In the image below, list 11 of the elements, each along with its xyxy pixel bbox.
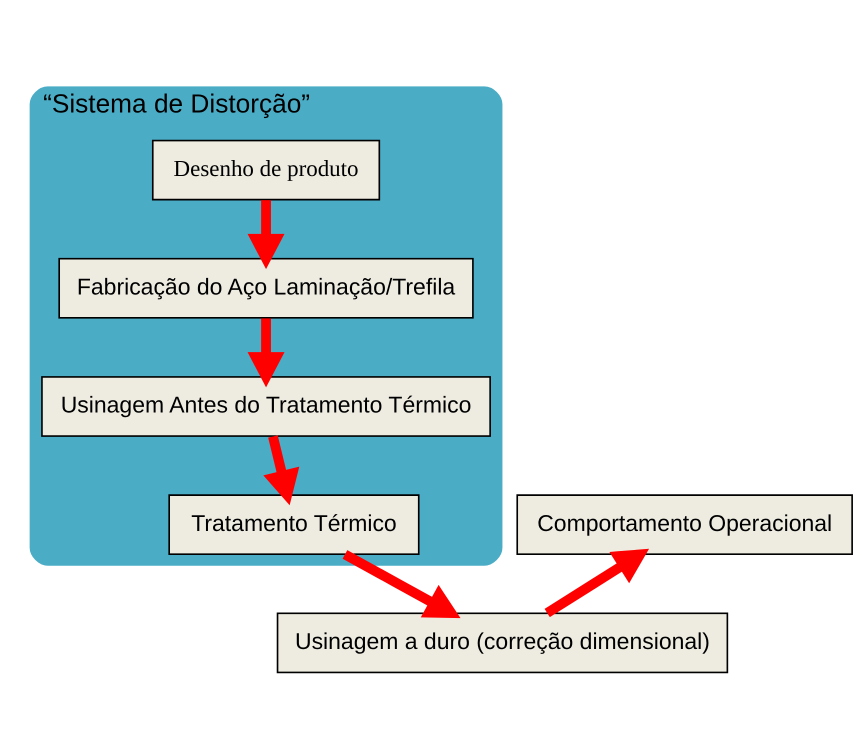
node-box: Fabricação do Aço Laminação/Trefila xyxy=(58,258,474,319)
node-box: Usinagem Antes do Tratamento Térmico xyxy=(41,376,491,437)
node-box: Usinagem a duro (correção dimensional) xyxy=(276,612,728,674)
arrow xyxy=(342,550,461,618)
node-box: Comportamento Operacional xyxy=(516,494,853,556)
node-box: Desenho de produto xyxy=(152,140,380,200)
node-box: Tratamento Térmico xyxy=(168,494,420,556)
arrow xyxy=(248,200,285,270)
arrow xyxy=(544,548,650,618)
arrow xyxy=(248,318,285,388)
arrow xyxy=(263,435,300,506)
